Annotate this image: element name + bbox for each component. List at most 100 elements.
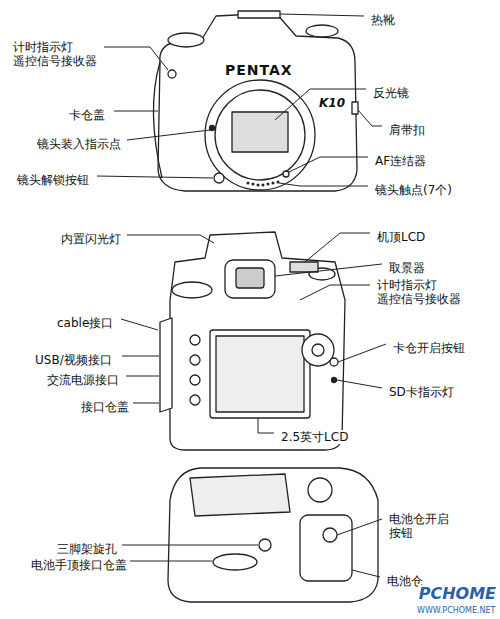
label-anchor: SD卡指示灯 [388,381,455,400]
label-anchor: 机顶LCD [376,226,426,245]
part-label: AF连结器 [374,154,427,168]
label-anchor: 镜头触点(7个) [374,179,453,198]
label-anchor: AF连结器 [374,150,427,169]
part-label: 电池手顶接口仓盖 [30,558,128,572]
label-anchor: 热靴 [370,9,396,28]
leader-line [258,418,274,433]
label-anchor: 镜头解锁按钮 [16,169,90,188]
ok-button [312,344,324,356]
leader-line [127,235,214,243]
label-anchor: 计时指示灯 遥控信号接收器 [12,40,98,69]
timer-lamp [168,70,176,78]
release-button [214,173,224,183]
label-anchor: K10 [318,92,346,111]
leader-line [126,376,159,377]
strap-lug [352,102,358,114]
part-label: 接口仓盖 [80,400,130,414]
leader-line [280,14,364,16]
leader-line [121,319,158,330]
part-label: 镜头触点(7个) [374,183,453,197]
label-anchor: USB/视频接口 [34,349,113,368]
camera-body-bottom [168,468,378,602]
leader-line [122,545,258,546]
leader-line [104,47,168,70]
top-lcd [290,262,318,272]
camera-body-back [170,232,345,450]
mount-index [210,126,215,131]
tripod-socket [259,539,271,551]
sd-lamp [332,378,337,383]
label-anchor: 电池手顶接口仓盖 [30,554,128,573]
mirror [232,112,288,152]
watermark-url: WWW.PCHOME.NET [416,606,497,616]
label-anchor: 电池仓开启 按钮 [388,512,450,541]
label-anchor: 计时指示灯 遥控信号接收器 [376,278,462,307]
watermark: PCHOME [418,585,497,603]
lens-mount-inner [215,90,305,180]
label-anchor: 镜头装入指示点 [36,133,122,152]
model-text: K10 [318,96,346,110]
grip-port-cover [213,554,257,570]
leader-line [338,344,386,362]
camera-body-front [158,13,357,191]
part-label: 交流电源接口 [46,373,120,387]
leader-line [305,233,370,262]
label-anchor: 内置闪光灯 [60,228,122,247]
label-anchor: 2.5英寸LCD [280,426,349,445]
leader-line [279,183,368,186]
part-label: 镜头解锁按钮 [16,173,90,187]
part-label: 镜头装入指示点 [36,137,122,151]
part-label: 计时指示灯 遥控信号接收器 [376,278,462,306]
button [190,395,200,405]
leader-line [122,356,159,357]
part-label: USB/视频接口 [34,353,113,367]
rear-lcd [210,330,310,418]
leader-line [130,561,212,562]
label-anchor: 卡仓盖 [68,104,106,123]
leader-line [127,130,210,140]
dial-bottom [308,478,332,502]
leader-line [289,157,368,172]
leader-line [97,176,213,178]
button [190,375,200,385]
eyepiece-window [236,268,264,288]
label-anchor: 接口仓盖 [80,396,130,415]
brand-text: PENTAX [224,63,294,77]
card-button [330,358,338,366]
label-anchor: PCHOME [418,584,497,603]
af-coupler [283,171,289,177]
battery-door [300,515,352,581]
label-anchor: 取景器 [388,257,426,276]
rear-lcd-screen [216,336,304,412]
mode-dial-back [172,282,212,298]
leader-line [275,264,382,276]
part-label: 计时指示灯 遥控信号接收器 [12,40,98,68]
eyepiece [225,260,275,298]
part-label: 电池仓开启 按钮 [388,512,450,540]
leader-lines [97,14,386,577]
lens-contacts [247,181,280,187]
button [190,355,200,365]
hot-shoe [238,11,280,18]
part-label: cable接口 [56,316,114,330]
part-label: 内置闪光灯 [60,232,122,246]
label-anchor: PENTAX [224,60,294,79]
part-label: 热靴 [370,13,396,27]
leader-line [337,380,382,388]
label-anchor: cable接口 [56,312,114,331]
label-anchor: 三脚架旋孔 [56,538,118,557]
label-anchor: 反光镜 [372,82,410,101]
leader-line [300,285,370,300]
four-way-pad [302,334,334,366]
leader-line [133,403,159,404]
top-plate [190,474,290,516]
leader-line [358,110,382,126]
part-label: 肩带扣 [388,123,426,137]
leader-line [352,570,380,577]
battery-latch [323,528,337,542]
leader-line [337,519,382,535]
part-label: 2.5英寸LCD [280,430,349,444]
mode-dial [168,33,204,47]
part-label: SD卡指示灯 [388,385,455,399]
part-label: 三脚架旋孔 [56,542,118,556]
